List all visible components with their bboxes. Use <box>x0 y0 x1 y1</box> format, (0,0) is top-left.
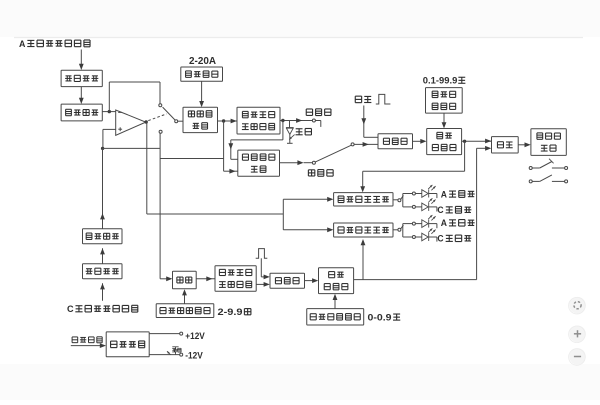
svg-text:C: C <box>437 205 444 215</box>
svg-text:-12V: -12V <box>185 350 203 361</box>
svg-text:0.1-99.9: 0.1-99.9 <box>423 76 458 86</box>
svg-text:A: A <box>19 38 26 49</box>
svg-text:C: C <box>437 234 444 244</box>
svg-text:C: C <box>67 304 74 315</box>
svg-text:+12V: +12V <box>185 331 205 342</box>
svg-text:A: A <box>441 218 448 228</box>
svg-text:2-20A: 2-20A <box>189 56 217 67</box>
svg-text:2-9.9: 2-9.9 <box>218 307 243 317</box>
svg-text:A: A <box>441 189 448 199</box>
svg-text:0-0.9: 0-0.9 <box>368 312 392 322</box>
